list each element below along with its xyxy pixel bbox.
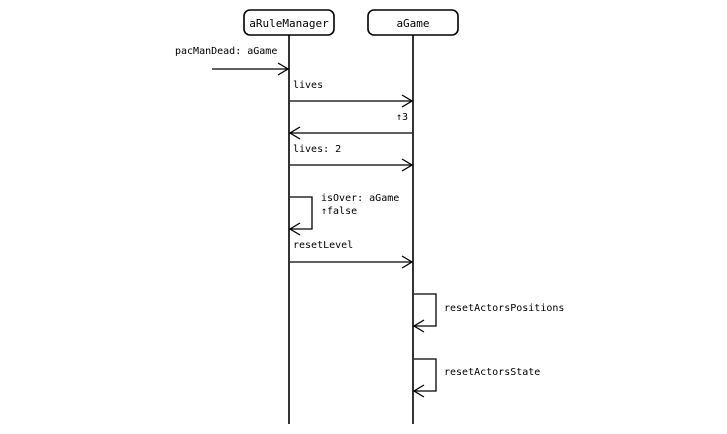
- message-label-reset-actors-positions: resetActorsPositions: [444, 303, 564, 314]
- message-label-pacman-dead: pacManDead: aGame: [175, 46, 277, 57]
- message-reset-actors-state: resetActorsState: [412, 358, 540, 398]
- self-call-line-reset-actors-positions: [414, 293, 437, 327]
- arrowhead-pacman-dead: [277, 62, 290, 76]
- return-lives: ↑3: [288, 112, 412, 140]
- message-label-is-over: isOver: aGame: [321, 193, 399, 204]
- arrowhead-lives: [401, 94, 414, 108]
- self-call-line-reset-actors-state: [414, 358, 437, 392]
- arrowhead-return-lives: [288, 126, 301, 140]
- arrowhead-reset-actors-positions: [412, 319, 425, 333]
- lifeline-game: aGame: [367, 9, 459, 424]
- arrowhead-lives-set: [401, 158, 414, 172]
- message-label-reset-level: resetLevel: [293, 240, 353, 251]
- message-lives: lives: [290, 80, 414, 108]
- lifeline-rule-manager: aRuleManager: [243, 9, 335, 424]
- participant-label-game: aGame: [396, 17, 429, 30]
- arrowhead-is-over: [288, 222, 301, 236]
- return-label-lives: ↑3: [396, 112, 408, 123]
- message-is-over: isOver: aGame ↑false: [288, 193, 399, 236]
- arrowhead-reset-actors-state: [412, 384, 425, 398]
- return-label-is-over: ↑false: [321, 206, 357, 217]
- message-label-lives-set: lives: 2: [293, 144, 341, 155]
- self-call-line-is-over: [290, 196, 313, 230]
- message-reset-actors-positions: resetActorsPositions: [412, 293, 564, 333]
- message-label-reset-actors-state: resetActorsState: [444, 367, 540, 378]
- message-reset-level: resetLevel: [290, 240, 414, 269]
- message-lives-set: lives: 2: [290, 144, 414, 172]
- message-label-lives: lives: [293, 80, 323, 91]
- message-pacman-dead: pacManDead: aGame: [175, 46, 290, 76]
- arrowhead-reset-level: [401, 255, 414, 269]
- participant-label-rule-manager: aRuleManager: [249, 17, 329, 30]
